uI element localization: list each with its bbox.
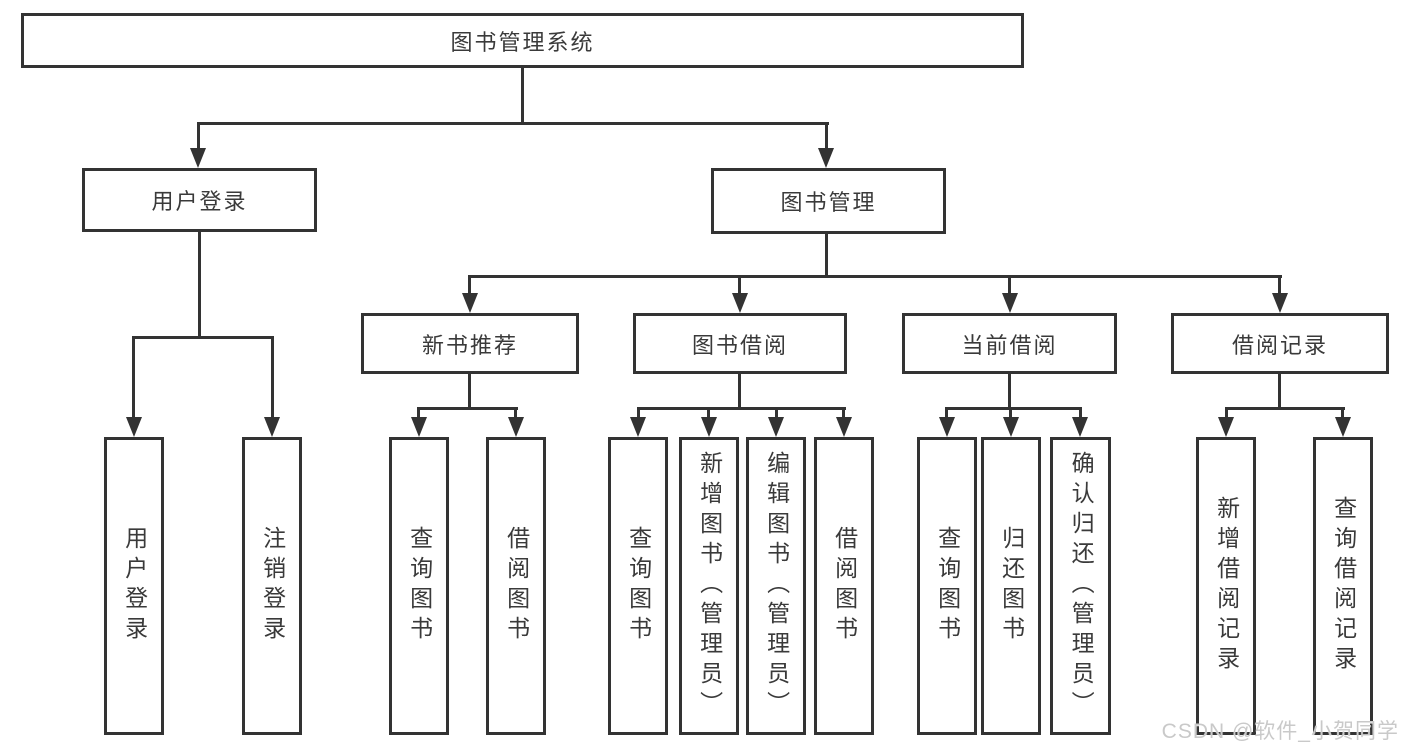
connector-line bbox=[1225, 407, 1345, 410]
node-new-book-recommend: 新书推荐 bbox=[361, 313, 579, 374]
leaf-current-query-books: 查询图书 bbox=[917, 437, 977, 735]
connector-line bbox=[132, 336, 274, 339]
arrow-down-icon bbox=[411, 417, 427, 437]
leaf-newbook-query-books: 查询图书 bbox=[389, 437, 449, 735]
arrow-down-icon bbox=[836, 417, 852, 437]
node-current-borrow: 当前借阅 bbox=[902, 313, 1117, 374]
arrow-down-icon bbox=[1002, 293, 1018, 313]
arrow-down-icon bbox=[1335, 417, 1351, 437]
connector-line bbox=[707, 407, 710, 419]
connector-line bbox=[1278, 275, 1281, 295]
connector-line bbox=[637, 407, 640, 419]
arrow-down-icon bbox=[939, 417, 955, 437]
arrow-down-icon bbox=[1003, 417, 1019, 437]
connector-line bbox=[637, 407, 846, 410]
node-book-borrow: 图书借阅 bbox=[633, 313, 847, 374]
connector-line bbox=[945, 407, 1082, 410]
leaf-borrow-add-books-admin: 新增图书（管理员） bbox=[679, 437, 739, 735]
connector-line bbox=[1008, 275, 1011, 295]
connector-line bbox=[1225, 407, 1228, 419]
connector-line bbox=[198, 232, 201, 336]
connector-line bbox=[842, 407, 845, 419]
arrow-down-icon bbox=[126, 417, 142, 437]
arrow-down-icon bbox=[732, 293, 748, 313]
leaf-borrow-edit-books-admin: 编辑图书（管理员） bbox=[746, 437, 806, 735]
arrow-down-icon bbox=[508, 417, 524, 437]
connector-line bbox=[945, 407, 948, 419]
connector-line bbox=[1341, 407, 1344, 419]
leaf-current-confirm-return-admin: 确认归还（管理员） bbox=[1050, 437, 1111, 735]
connector-line bbox=[468, 374, 471, 409]
connector-line bbox=[521, 68, 524, 124]
leaf-current-return-books: 归还图书 bbox=[981, 437, 1041, 735]
arrow-down-icon bbox=[264, 417, 280, 437]
arrow-down-icon bbox=[701, 417, 717, 437]
arrow-down-icon bbox=[190, 148, 206, 168]
csdn-watermark: CSDN @软件_小贺同学 bbox=[1161, 720, 1399, 743]
leaf-logout: 注销登录 bbox=[242, 437, 302, 735]
connector-line bbox=[468, 275, 1282, 278]
arrow-down-icon bbox=[1072, 417, 1088, 437]
arrow-down-icon bbox=[1272, 293, 1288, 313]
connector-line bbox=[775, 407, 778, 419]
leaf-record-add-borrow-record: 新增借阅记录 bbox=[1196, 437, 1256, 735]
leaf-user-login: 用户登录 bbox=[104, 437, 164, 735]
connector-line bbox=[1278, 374, 1281, 409]
connector-line bbox=[1079, 407, 1082, 419]
connector-line bbox=[825, 122, 828, 150]
leaf-newbook-borrow-books: 借阅图书 bbox=[486, 437, 546, 735]
connector-line bbox=[197, 122, 829, 125]
connector-line bbox=[271, 336, 274, 419]
node-borrow-record: 借阅记录 bbox=[1171, 313, 1389, 374]
leaf-borrow-query-books: 查询图书 bbox=[608, 437, 668, 735]
connector-line bbox=[825, 234, 828, 277]
connector-line bbox=[738, 275, 741, 295]
node-user-login: 用户登录 bbox=[82, 168, 317, 232]
connector-line bbox=[1009, 407, 1012, 419]
arrow-down-icon bbox=[818, 148, 834, 168]
arrow-down-icon bbox=[768, 417, 784, 437]
connector-line bbox=[417, 407, 518, 410]
connector-line bbox=[417, 407, 420, 419]
node-library-management-system: 图书管理系统 bbox=[21, 13, 1024, 68]
connector-line bbox=[1008, 374, 1011, 409]
connector-line bbox=[738, 374, 741, 409]
leaf-borrow-borrow-books: 借阅图书 bbox=[814, 437, 874, 735]
node-book-management: 图书管理 bbox=[711, 168, 946, 234]
arrow-down-icon bbox=[1218, 417, 1234, 437]
connector-line bbox=[197, 122, 200, 150]
arrow-down-icon bbox=[630, 417, 646, 437]
leaf-record-query-borrow-record: 查询借阅记录 bbox=[1313, 437, 1373, 735]
connector-line bbox=[468, 275, 471, 295]
connector-line bbox=[132, 336, 135, 419]
arrow-down-icon bbox=[462, 293, 478, 313]
connector-line bbox=[514, 407, 517, 419]
